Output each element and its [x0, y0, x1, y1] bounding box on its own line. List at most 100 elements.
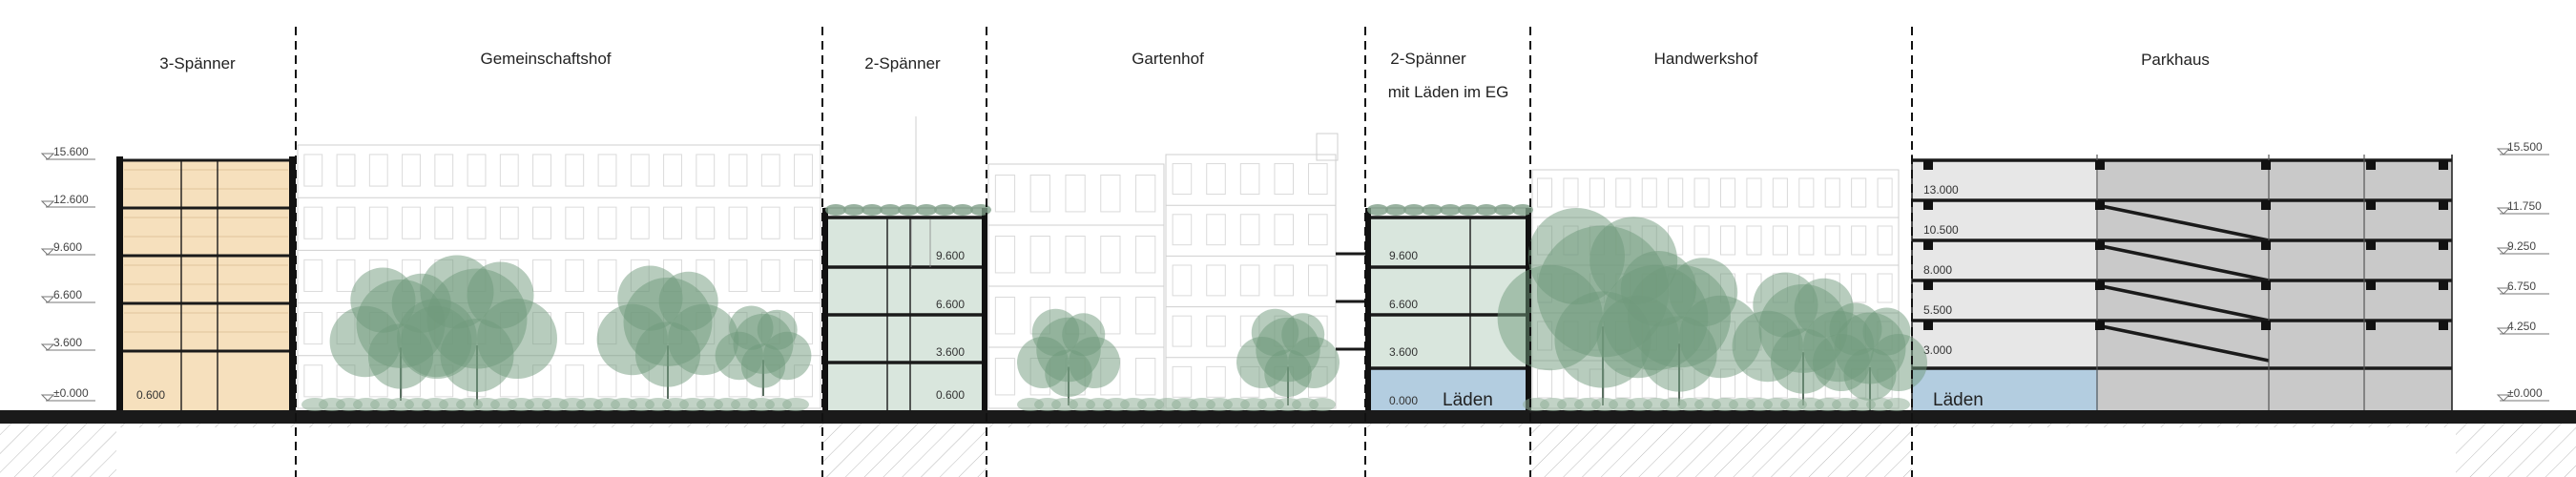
- facade-window: [532, 206, 551, 239]
- elevation-marker: [2496, 394, 2511, 402]
- beam-end: [2261, 280, 2271, 290]
- elevation-label: ±0.000: [2507, 386, 2543, 400]
- facade-window: [565, 312, 585, 345]
- facade-window: [1029, 236, 1050, 274]
- level-label: 9.600: [936, 249, 965, 262]
- facade-window: [532, 154, 551, 187]
- roof-greenery: [1403, 204, 1424, 216]
- tree-crown: [1843, 348, 1897, 401]
- facade-window: [402, 154, 421, 187]
- zone-title-parkhaus: Parkhaus: [2141, 51, 2210, 69]
- wall: [822, 208, 828, 410]
- facade-window: [303, 154, 323, 187]
- beam-end: [2261, 200, 2271, 210]
- facade-window: [303, 259, 323, 292]
- roof-greenery: [825, 204, 846, 216]
- facade-window: [565, 259, 585, 292]
- facade-window: [663, 154, 682, 187]
- basement-void: [116, 427, 822, 477]
- elevation-marker: [40, 153, 55, 160]
- facade-window: [1274, 264, 1295, 297]
- elevation-label: 6.750: [2507, 280, 2536, 293]
- level-label: 6.600: [1389, 298, 1418, 311]
- elevation-label: 3.600: [53, 336, 82, 349]
- elevation-marker: [40, 248, 55, 256]
- level-label: 3.600: [936, 345, 965, 359]
- facade-window: [1172, 264, 1193, 297]
- hedge: [1309, 398, 1336, 411]
- roof-greenery: [952, 204, 973, 216]
- tree-crown: [1641, 316, 1717, 392]
- basement-void: [1912, 427, 2456, 477]
- zone-titles: 3-Spänner Gemeinschaftshof 2-Spänner Gar…: [159, 50, 2210, 101]
- building-2-spaenner-b: 9.600 6.600 3.600 0.000 Läden: [1336, 207, 1531, 410]
- parking-ramp: [2096, 243, 2270, 282]
- level-label: 13.000: [1923, 183, 1959, 197]
- facade-window: [303, 206, 323, 239]
- facade-window: [794, 206, 813, 239]
- facade-window: [1135, 358, 1156, 396]
- roof-greenery: [1367, 204, 1388, 216]
- facade-window: [565, 206, 585, 239]
- facade-window: [1239, 214, 1260, 246]
- facade-window: [467, 154, 487, 187]
- facade-window: [1100, 236, 1121, 274]
- zone-title-gemeinschaftshof: Gemeinschaftshof: [480, 50, 611, 68]
- hedge: [782, 398, 809, 411]
- beam-end: [1923, 321, 1933, 330]
- basement-void: [987, 427, 1530, 477]
- building-3-spaenner-fill: [116, 160, 296, 410]
- elevation-marker: [2496, 247, 2511, 255]
- roof-greenery: [1385, 204, 1406, 216]
- facade-window: [1135, 297, 1156, 335]
- facade-window: [467, 206, 487, 239]
- facade-window: [1851, 225, 1867, 256]
- facade-window: [1172, 315, 1193, 347]
- facade-window: [1746, 177, 1762, 208]
- ground-slab: [0, 410, 2576, 424]
- facade-window: [1274, 214, 1295, 246]
- elevation-label: ±0.000: [53, 386, 89, 400]
- roof-greenery: [880, 204, 901, 216]
- facade-window: [1065, 175, 1086, 213]
- parking-ramp: [2096, 323, 2270, 363]
- level-label: 6.600: [936, 298, 965, 311]
- facade-window: [532, 259, 551, 292]
- level-label: 5.500: [1923, 303, 1952, 317]
- elevation-label: 9.600: [53, 240, 82, 254]
- beam-end: [1923, 160, 1933, 170]
- facade-window: [1274, 163, 1295, 195]
- building-2-spaenner-a: 9.600 6.600 3.600 0.600: [822, 207, 987, 410]
- wall: [1365, 208, 1371, 410]
- facade-window: [1308, 163, 1328, 195]
- parking-ramp: [2096, 283, 2270, 322]
- facade-window: [994, 175, 1016, 213]
- facade-window: [1851, 273, 1867, 303]
- facade-window: [696, 206, 716, 239]
- roof-greenery: [1494, 204, 1515, 216]
- facade-window: [1641, 177, 1657, 208]
- facade-window: [728, 206, 748, 239]
- facade-window: [336, 154, 356, 187]
- beam-end: [2366, 160, 2376, 170]
- beam-end: [1923, 240, 1933, 250]
- facade-window: [1615, 177, 1631, 208]
- shop-ground-floor: [1368, 368, 1528, 410]
- elevation-marker: [40, 343, 55, 351]
- tree-crown: [658, 271, 718, 331]
- roof-greenery: [1512, 204, 1533, 216]
- shop-label: Läden: [1443, 390, 1493, 410]
- zone-title-3-spaenner: 3-Spänner: [159, 54, 236, 73]
- beam-end: [1923, 200, 1933, 210]
- level-label: 3.000: [1923, 343, 1952, 357]
- beam-end: [2439, 160, 2448, 170]
- level-label: 10.500: [1923, 223, 1959, 237]
- elevation-marker: [2496, 287, 2511, 295]
- beam-end: [2366, 240, 2376, 250]
- facade-window: [1877, 177, 1893, 208]
- facade-window: [1772, 225, 1788, 256]
- parking-ramp: [2096, 203, 2270, 242]
- beam-end: [2439, 280, 2448, 290]
- building-3-spaenner: 0.600: [116, 156, 296, 410]
